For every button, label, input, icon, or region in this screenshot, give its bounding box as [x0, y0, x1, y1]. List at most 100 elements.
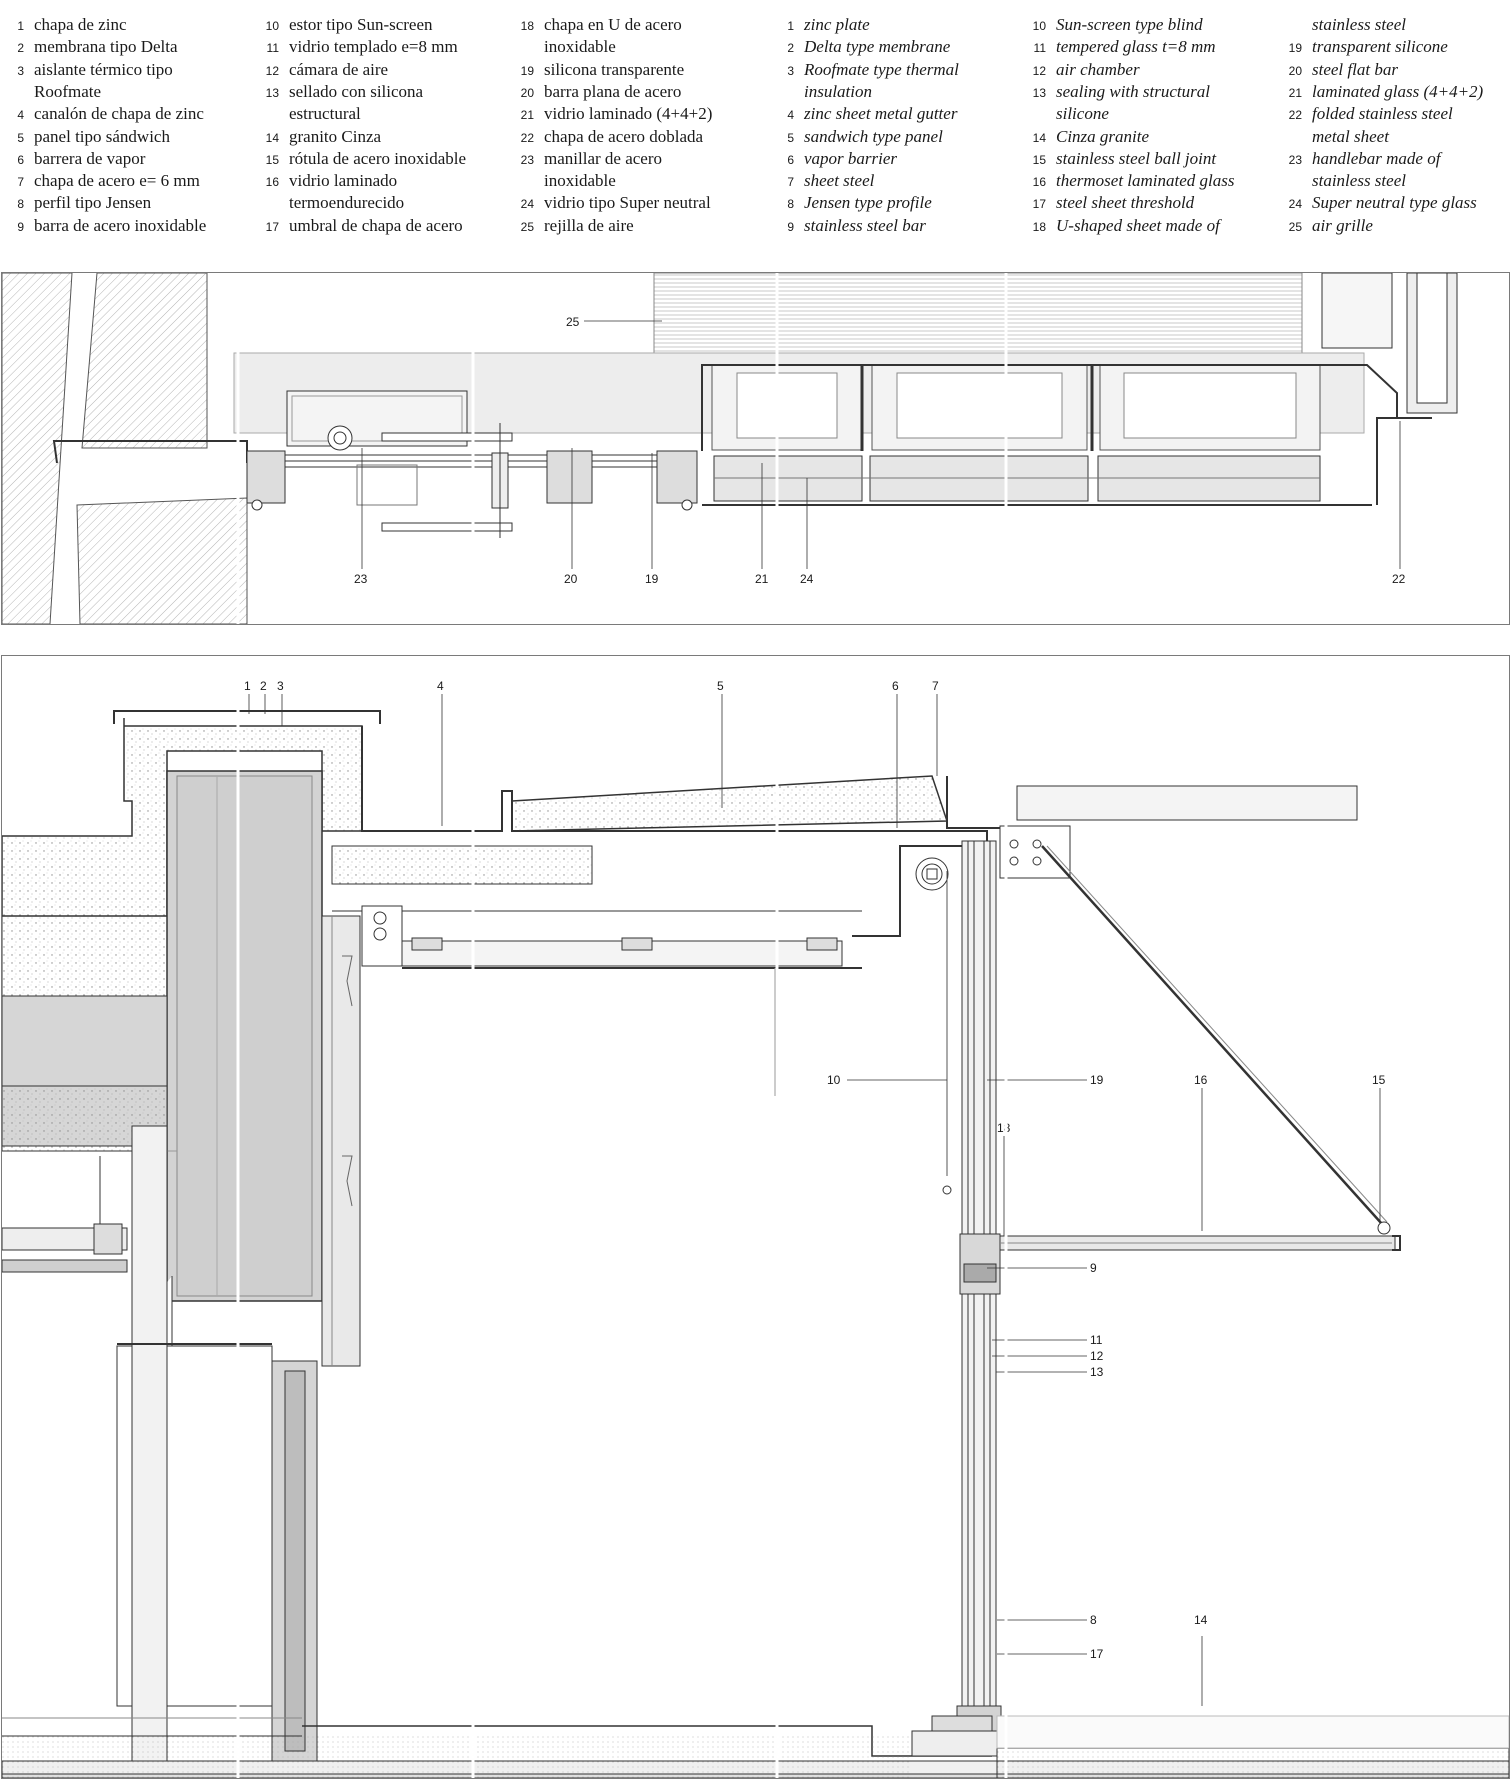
legend-item-number: 12	[265, 63, 279, 78]
legend-item-text: steel sheet threshold	[1056, 193, 1195, 213]
plan-detail-svg: 25 23 20 19 21 24 22	[2, 273, 1458, 624]
legend-item-text: chapa de acero doblada	[544, 126, 704, 146]
section-inner-lining	[117, 915, 361, 1767]
legend-item-text: rótula de acero inoxidable	[289, 148, 467, 168]
section-detail-drawing: 1 2 3 4 5 6 7 10 19 16 15 18 9 11 12 13 …	[1, 655, 1510, 1779]
legend-item-text: chapa de zinc	[34, 15, 127, 34]
legend-item-text: vidrio laminado (4+4+2)	[544, 104, 713, 124]
legend-item-text: Sun-screen type blind	[1056, 15, 1203, 34]
legend-item-number: 18	[520, 19, 534, 33]
legend-item-text: U-shaped sheet made of	[1056, 215, 1220, 235]
legend-item-text: estructural	[289, 104, 361, 124]
section-callout-6: 6	[892, 679, 899, 693]
legend-item-text: metal sheet	[1312, 126, 1389, 146]
legend-item-number: 9	[17, 219, 24, 234]
legend-item-number: 21	[1288, 85, 1302, 100]
legend-item-text: barra plana de acero	[544, 81, 682, 101]
section-callout-10: 10	[827, 1073, 841, 1087]
legend-item-number: 6	[787, 152, 794, 167]
section-callout-3: 3	[277, 679, 284, 693]
legend-item-text: thermoset laminated glass	[1056, 171, 1235, 191]
legend-item-number: 17	[265, 219, 279, 234]
section-callout-17: 17	[1090, 1647, 1104, 1661]
plan-callouts	[361, 320, 1401, 569]
legend-item-text: sellado con silicona	[289, 81, 424, 101]
legend-item-number: 1	[787, 19, 794, 33]
legend-item-number: 7	[787, 175, 794, 190]
legend-item-text: inoxidable	[544, 171, 616, 191]
plan-callout-21: 21	[755, 572, 769, 586]
legend-item-text: estor tipo Sun-screen	[289, 15, 433, 34]
legend-item-number: 8	[17, 197, 24, 212]
section-left-wall-upper	[2, 915, 168, 997]
legend-item-number: 15	[1032, 152, 1046, 167]
legend-item-text: steel flat bar	[1312, 59, 1398, 79]
legend-item-text: silicona transparente	[544, 59, 685, 79]
legend-item-text: transparent silicone	[1312, 37, 1448, 57]
legend-item-text: vidrio templado e=8 mm	[289, 37, 458, 57]
legend-item-text: zinc sheet metal gutter	[804, 104, 958, 124]
section-floor	[2, 1715, 1509, 1778]
legend-item-text: stainless steel ball joint	[1056, 148, 1217, 168]
section-callout-18: 18	[997, 1121, 1011, 1135]
legend-item-number: 13	[265, 85, 279, 100]
legend-item-number: 2	[17, 41, 24, 56]
legend-item-number: 4	[17, 108, 24, 123]
plan-air-grille	[653, 273, 1303, 360]
legend-item-number: 22	[1288, 108, 1302, 123]
legend-item-text: laminated glass (4+4+2)	[1312, 81, 1484, 101]
legend-item-text: barra de acero inoxidable	[34, 215, 207, 235]
legend-item-number: 3	[17, 63, 24, 78]
legend-item-text: membrana tipo Delta	[34, 37, 178, 57]
legend-item-text: panel tipo sándwich	[34, 126, 170, 146]
section-callout-1: 1	[244, 679, 251, 693]
section-callout-7: 7	[932, 679, 939, 693]
legend-item-text: Cinza granite	[1056, 126, 1150, 146]
legend-item-number: 12	[1032, 63, 1046, 78]
plan-callout-24: 24	[800, 572, 814, 586]
legend-item-number: 25	[520, 219, 534, 234]
legend-item-number: 20	[520, 85, 534, 100]
legend-item-number: 21	[520, 108, 534, 123]
legend-item-number: 23	[1288, 152, 1302, 167]
legend-item-text: Delta type membrane	[804, 37, 951, 57]
plan-callout-22: 22	[1392, 572, 1406, 586]
legend-item-text: zinc plate	[804, 15, 870, 34]
legend-item-number: 24	[1288, 197, 1302, 212]
section-callout-13: 13	[1090, 1365, 1104, 1379]
plan-callout-25: 25	[566, 315, 580, 329]
legend-item-number: 11	[1033, 41, 1046, 56]
legend-item-number: 15	[265, 152, 279, 167]
legend-item-text: sheet steel	[804, 171, 875, 191]
legend-item-text: chapa de acero e= 6 mm	[34, 171, 200, 191]
legend-item-text: sandwich type panel	[804, 126, 943, 146]
section-break-lines	[236, 656, 1008, 1778]
section-callout-14: 14	[1194, 1613, 1208, 1627]
section-blind-housing	[842, 830, 988, 1195]
legend-item-number: 14	[1032, 130, 1046, 145]
legend-item-number: 14	[265, 130, 279, 145]
legend-item-text: sealing with structural	[1056, 81, 1210, 101]
legend-item-number: 5	[17, 130, 24, 145]
section-parapet	[2, 710, 381, 1302]
legend-item-number: 7	[17, 175, 24, 190]
legend-item-number: 16	[265, 175, 279, 190]
legend-item-text: Super neutral type glass	[1312, 193, 1477, 213]
legend-item-text: vapor barrier	[804, 148, 898, 168]
section-glazing	[956, 840, 1002, 1737]
legend-item-text: Roofmate type thermal	[804, 59, 959, 79]
legend-item-number: 10	[265, 19, 279, 33]
legend-item-number: 3	[787, 63, 794, 78]
legend-item-number: 5	[787, 130, 794, 145]
legend-item-text: air grille	[1312, 215, 1373, 235]
legend-item-text: chapa en U de acero	[544, 15, 682, 34]
plan-detail-drawing: 25 23 20 19 21 24 22	[1, 272, 1510, 625]
legend-item-text: perfil tipo Jensen	[34, 193, 152, 213]
legend-item-text: Roofmate	[34, 81, 102, 101]
legend-item-number: 22	[520, 130, 534, 145]
legend-item-text: vidrio laminado	[289, 171, 398, 191]
legend-item-text: stainless steel	[1312, 15, 1406, 34]
legend-item-text: termoendurecido	[289, 193, 405, 213]
legend-item-number: 10	[1032, 19, 1046, 33]
